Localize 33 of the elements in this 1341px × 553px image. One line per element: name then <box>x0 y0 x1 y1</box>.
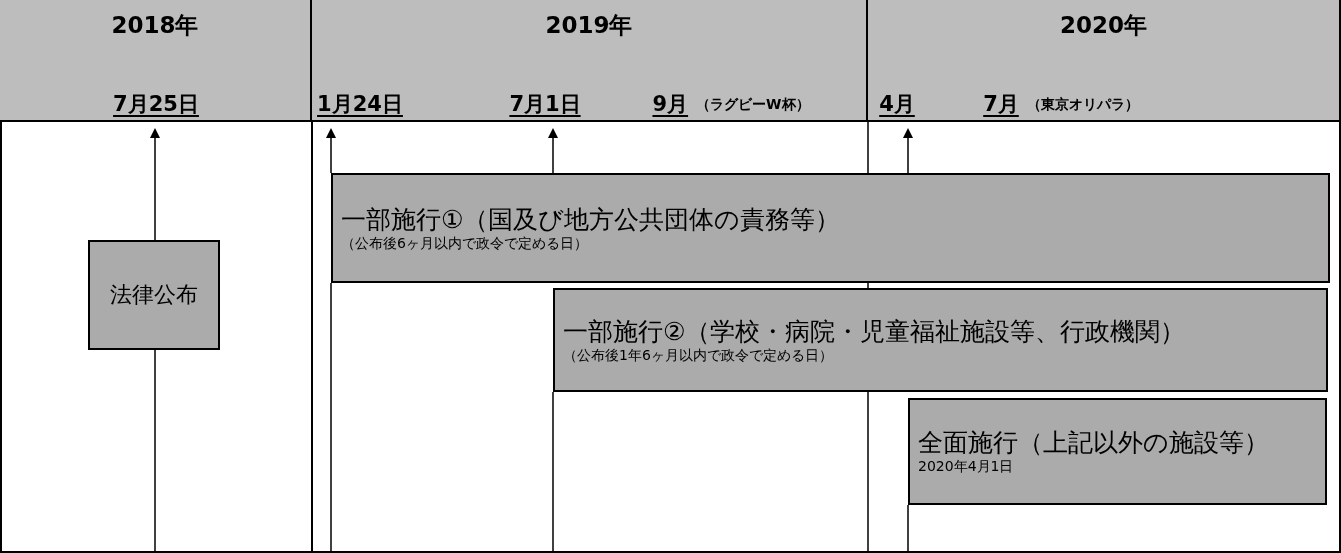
year-header-cell <box>868 0 1341 122</box>
year-label: 2019年 <box>544 14 634 37</box>
date-label: 9月 <box>652 93 689 115</box>
phase-box <box>908 398 1327 505</box>
arrow <box>326 128 336 174</box>
phase-title: 全面施行（上記以外の施設等） <box>918 427 1270 459</box>
phase-box <box>331 173 1330 283</box>
date-label: 7月1日 <box>509 93 581 115</box>
connector-line <box>552 391 554 552</box>
arrow <box>548 128 558 174</box>
connector-line <box>330 282 332 552</box>
arrow <box>150 128 160 241</box>
date-label: 4月 <box>879 93 915 115</box>
phase-title: 一部施行①（国及び地方公共団体の責務等） <box>341 203 842 235</box>
arrow <box>903 128 913 174</box>
year-header-cell <box>312 0 868 122</box>
phase-box <box>553 288 1328 392</box>
phase-note: （公布後6ヶ月以内で政令で定める日） <box>341 234 589 253</box>
year-label: 2018年 <box>110 14 200 37</box>
phase-note: 2020年4月1日 <box>918 458 1015 476</box>
year-header-cell <box>0 0 312 122</box>
event-note: （ラグビーW杯） <box>696 97 810 111</box>
date-label: 7月 <box>983 93 1019 115</box>
event-note: （東京オリパラ） <box>1026 97 1139 111</box>
date-label: 7月25日 <box>113 93 199 115</box>
connector-line <box>907 504 909 552</box>
phase-title: 一部施行②（学校・病院・児童福祉施設等、行政機関） <box>563 315 1187 347</box>
phase-box <box>88 240 220 350</box>
phase-title: 法律公布 <box>110 281 198 309</box>
date-label: 1月24日 <box>317 93 403 115</box>
phase-note: （公布後1年6ヶ月以内で政令で定める日） <box>563 346 834 365</box>
connector-line <box>154 349 156 552</box>
year-label: 2020年 <box>1059 14 1148 37</box>
